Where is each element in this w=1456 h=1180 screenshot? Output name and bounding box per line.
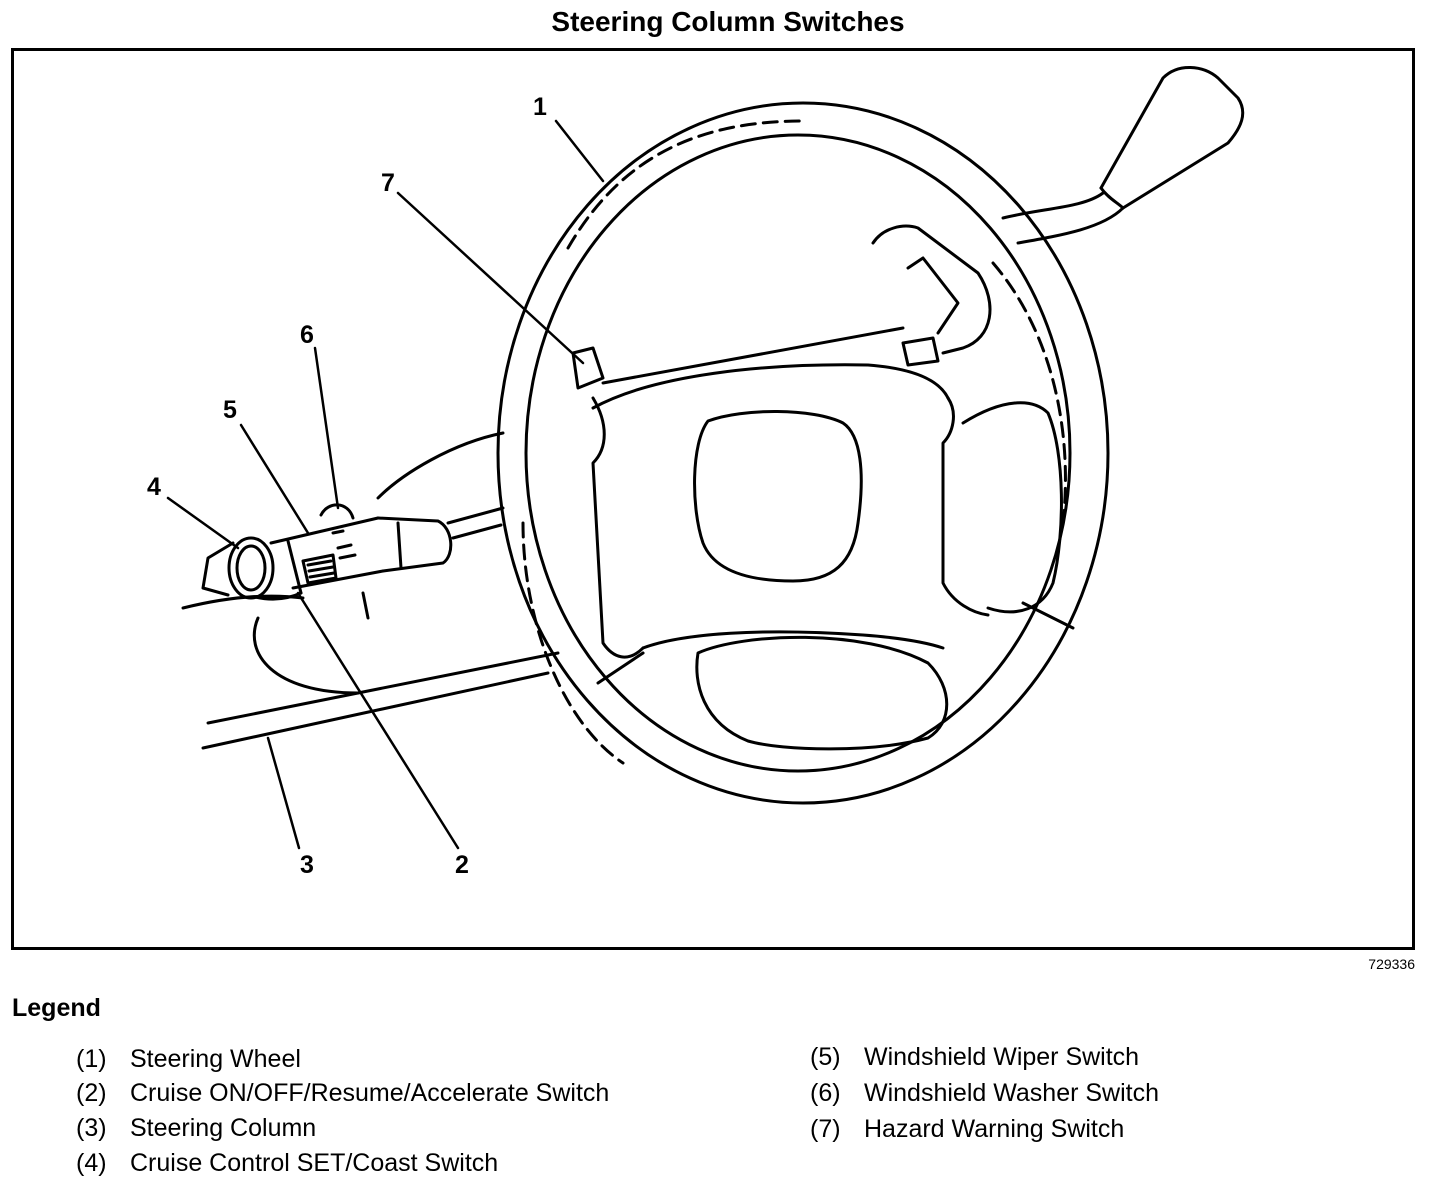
legend-item-number: (4)	[76, 1149, 107, 1177]
steering-column-body	[181, 431, 560, 750]
legend-item-number: (1)	[76, 1045, 107, 1073]
legend-item: (2) Cruise ON/OFF/Resume/Accelerate Switc…	[76, 1079, 609, 1108]
legend-item-label: Cruise ON/OFF/Resume/Accelerate Switch	[130, 1079, 610, 1107]
steering-wheel-rim	[496, 101, 1110, 805]
legend-item-number: (6)	[810, 1079, 841, 1107]
legend-item-label: Steering Wheel	[130, 1045, 301, 1073]
steering-wheel-hub	[571, 224, 1075, 751]
legend-item: (7) Hazard Warning Switch	[810, 1115, 1124, 1144]
legend-item-label: Windshield Washer Switch	[864, 1079, 1160, 1107]
legend-item: (5) Windshield Wiper Switch	[810, 1043, 1139, 1072]
multifunction-switch-stalk	[201, 503, 453, 601]
callout-2: 2	[455, 851, 469, 879]
legend-item-label: Steering Column	[130, 1114, 317, 1142]
callout-4: 4	[147, 473, 161, 501]
legend-item: (6) Windshield Washer Switch	[810, 1079, 1159, 1108]
callout-5: 5	[223, 396, 237, 424]
gear-shift-lever	[1001, 66, 1245, 245]
figure-id: 729336	[1368, 956, 1415, 972]
legend-item-number: (2)	[76, 1079, 107, 1107]
callout-7: 7	[381, 169, 395, 197]
callout-1: 1	[533, 93, 547, 121]
steering-column-illustration: 1 2 3 4 5 6 7	[147, 66, 1245, 879]
figure-frame: 1 2 3 4 5 6 7	[11, 48, 1415, 950]
legend-item-label: Cruise Control SET/Coast Switch	[130, 1149, 499, 1177]
legend-item-label: Windshield Wiper Switch	[864, 1043, 1140, 1071]
legend-item-label: Hazard Warning Switch	[864, 1115, 1125, 1143]
legend-item-number: (7)	[810, 1115, 841, 1143]
legend-item-number: (5)	[810, 1043, 841, 1071]
legend-item-number: (3)	[76, 1114, 107, 1142]
leader-lines	[166, 119, 605, 850]
legend-item: (1) Steering Wheel	[76, 1045, 301, 1074]
callout-3: 3	[300, 851, 314, 879]
legend-item: (4) Cruise Control SET/Coast Switch	[76, 1149, 498, 1178]
callout-6: 6	[300, 321, 314, 349]
legend-heading: Legend	[12, 994, 101, 1022]
legend-item: (3) Steering Column	[76, 1114, 316, 1143]
diagram-title: Steering Column Switches	[551, 6, 905, 37]
